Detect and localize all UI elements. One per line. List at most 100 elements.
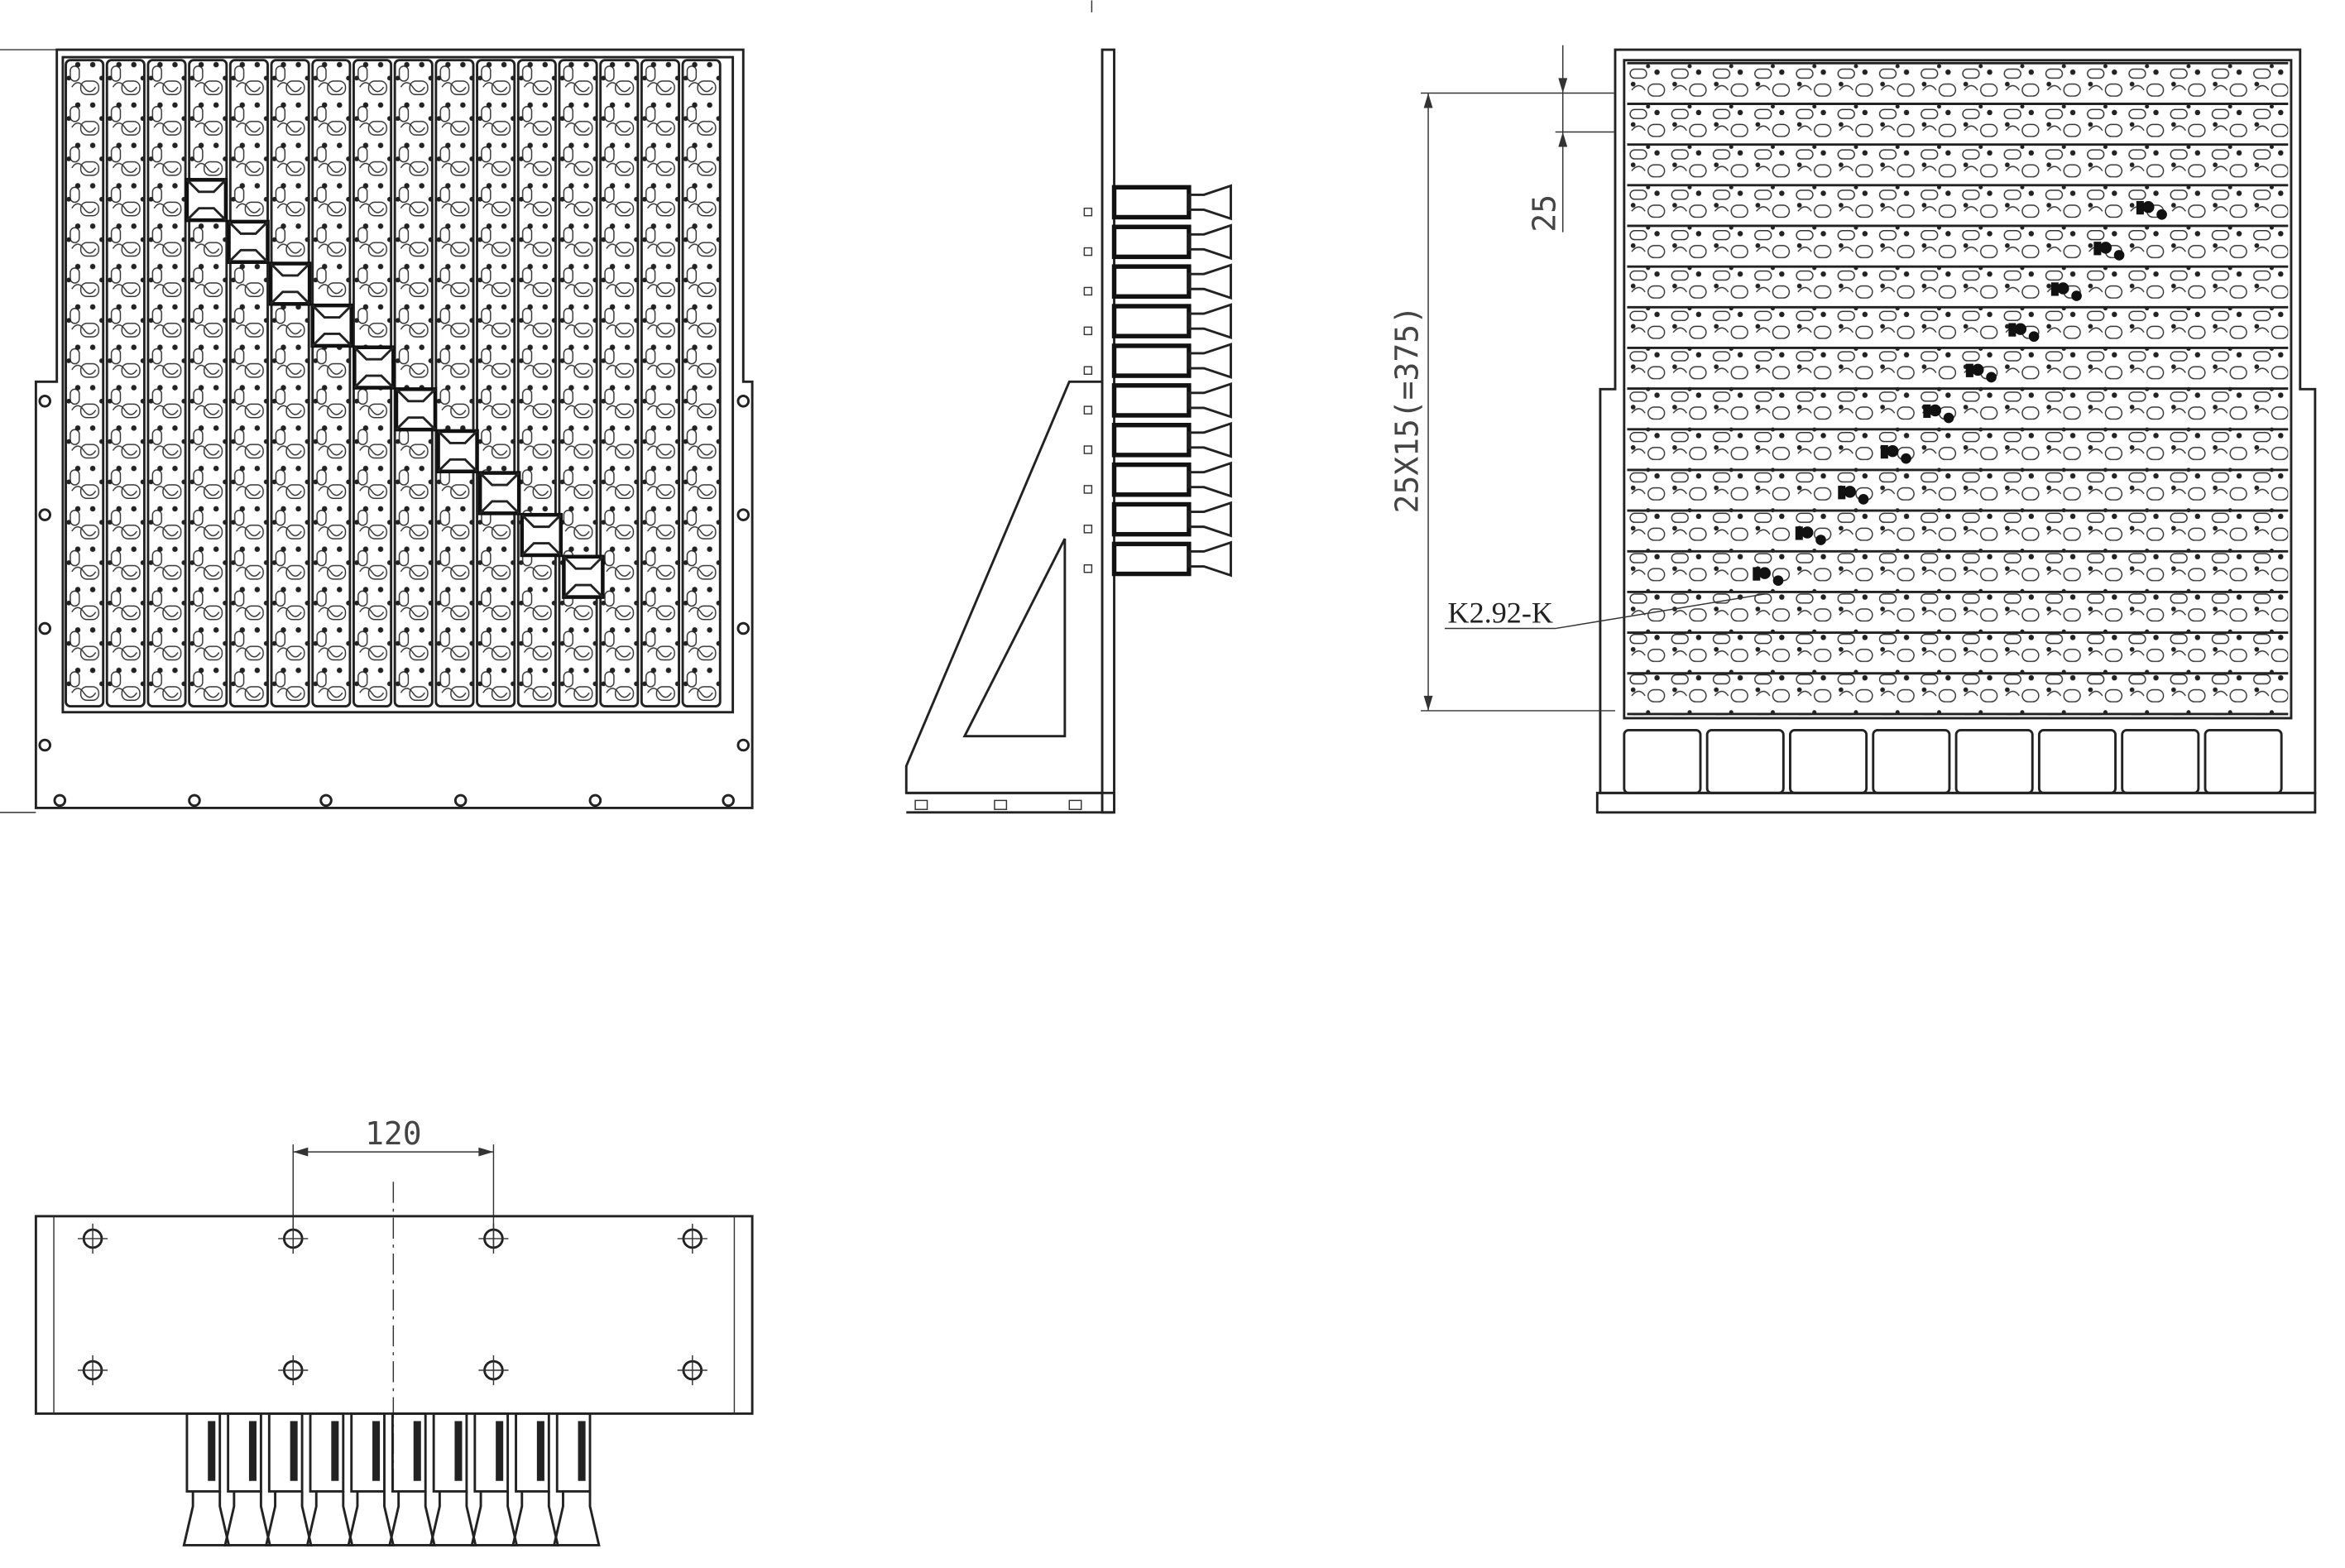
rear-view: 25X15(=375) 25 K2.92-K [1388, 45, 2317, 814]
bottom-connector-detail [208, 1421, 216, 1481]
front-strip [434, 59, 475, 707]
bottom-connector-detail [454, 1421, 463, 1481]
bottom-connector-body [350, 1412, 386, 1493]
side-connector-tip [1187, 263, 1232, 300]
highlighted-connector [1858, 494, 1869, 505]
hole-crosshair [677, 1223, 707, 1254]
side-connector-tip [1187, 184, 1232, 221]
side-connector-tip [1187, 501, 1232, 538]
diagonal-connector-detail [270, 262, 311, 305]
mounting-hole [38, 508, 51, 521]
side-connector-pin [1083, 563, 1093, 573]
bottom-connector-body [309, 1412, 345, 1493]
front-strip [476, 59, 516, 707]
diagonal-connector-detail [563, 555, 604, 598]
front-diagonal-connectors [185, 178, 605, 599]
bottom-connector-tip [264, 1491, 313, 1546]
highlighted-connector [2014, 323, 2027, 335]
side-connector-pin [1083, 247, 1093, 257]
highlighted-connector [2050, 282, 2059, 296]
highlighted-connector [2136, 200, 2144, 215]
bottom-connector-tip [511, 1491, 559, 1546]
bottom-connector-tip [223, 1491, 272, 1546]
base-foot [914, 799, 928, 810]
highlighted-connector [2057, 282, 2069, 295]
hole-crosshair [77, 1223, 108, 1254]
highlighted-connector [1929, 404, 1942, 417]
front-strips [65, 59, 722, 707]
highlighted-connector [1844, 486, 1856, 498]
mounting-hole [736, 395, 750, 408]
hole-crosshair [677, 1355, 707, 1386]
front-strip [65, 59, 105, 707]
bottom-connector-tip [552, 1491, 601, 1546]
side-connector-pin [1083, 366, 1093, 375]
bottom-connectors [182, 1412, 601, 1546]
front-strip [188, 59, 228, 707]
hole-crosshair [278, 1355, 309, 1386]
side-connector-pin [1083, 485, 1093, 494]
bottom-connector-detail [578, 1421, 586, 1481]
bottom-connector-tip [470, 1491, 519, 1546]
front-strip [640, 59, 681, 707]
bracket-outline [904, 380, 1103, 794]
side-connector-tip [1187, 303, 1232, 339]
side-connector-body [1111, 304, 1192, 338]
base-compartment [2037, 728, 2117, 794]
base-foot [1068, 799, 1082, 810]
side-connector-body [1111, 462, 1192, 497]
hole-crosshair [478, 1355, 509, 1386]
bottom-connector-tip [388, 1491, 436, 1546]
highlighted-connector [1923, 404, 1931, 419]
mounting-hole [38, 395, 51, 408]
bottom-holes [77, 1223, 707, 1386]
diagonal-connector-detail [437, 429, 478, 472]
rear-base-compartments [1623, 728, 2283, 794]
diagonal-connector-detail [185, 179, 227, 222]
side-connector-pin [1083, 445, 1093, 454]
front-view [0, 48, 754, 813]
front-strip [558, 59, 598, 707]
side-connector-body [1111, 501, 1192, 537]
side-connector-tip [1187, 382, 1232, 419]
base-compartment [2204, 728, 2283, 794]
spacing-dimension-label: 120 [365, 1115, 422, 1152]
dimension-arrowheads [1558, 78, 1568, 147]
mounting-hole [736, 738, 750, 752]
highlighted-connector [1880, 444, 1888, 459]
side-connector-pin [1083, 326, 1093, 336]
highlighted-connector [1795, 526, 1803, 540]
side-connector-pin [1083, 405, 1093, 415]
highlighted-connector [2113, 250, 2125, 261]
diagonal-connector-detail [395, 388, 436, 431]
bottom-connector-body [555, 1412, 592, 1493]
bottom-connector-detail [331, 1421, 339, 1481]
total-height-dimension-label: 25X15(=375) [1388, 305, 1425, 513]
diagonal-connector-detail [520, 514, 562, 556]
front-strip [681, 59, 722, 707]
highlighted-connector [2156, 209, 2167, 220]
diagonal-connector-detail [353, 346, 395, 389]
base-compartment [2121, 728, 2200, 794]
front-strip [146, 59, 187, 707]
rear-row-lines [1627, 61, 2289, 716]
bottom-connector-tip [305, 1491, 354, 1546]
front-strip [270, 59, 310, 707]
mounting-hole [736, 508, 750, 521]
front-strip [311, 59, 352, 707]
bottom-connector-detail [413, 1421, 421, 1481]
mounting-hole [53, 794, 67, 808]
highlighted-connector [1901, 453, 1911, 464]
base-compartment [1789, 728, 1868, 794]
diagonal-connector-detail [228, 220, 269, 263]
side-connector-tip [1187, 421, 1232, 458]
side-connector-pin [1083, 286, 1093, 296]
callout-leader [1444, 593, 1765, 630]
bottom-connector-detail [372, 1421, 381, 1481]
highlighted-connector [2028, 331, 2040, 343]
diagonal-connector-detail [311, 304, 352, 347]
front-strip [228, 59, 269, 707]
diagonal-connector-detail [479, 472, 520, 515]
side-connector-body [1111, 541, 1192, 577]
